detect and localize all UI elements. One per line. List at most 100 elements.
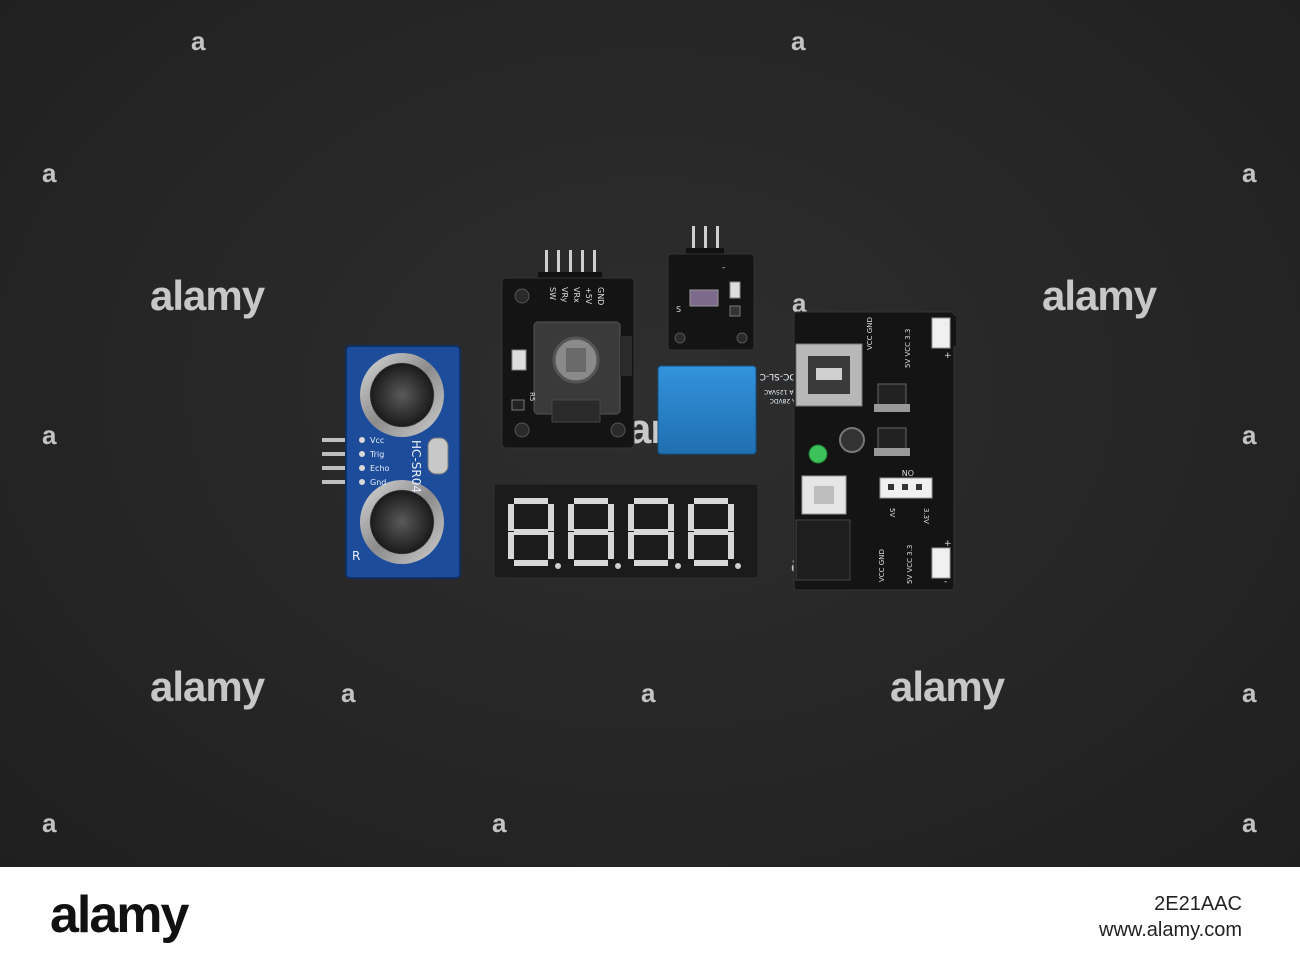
pin-label: VRy: [560, 287, 569, 303]
watermark-mark: a: [792, 288, 807, 318]
watermark-mark: a: [492, 808, 507, 838]
pin-label: S: [676, 305, 681, 314]
decimal-point: [555, 563, 561, 569]
segment: [568, 532, 574, 559]
board-label: -: [944, 319, 947, 329]
segment: [634, 560, 668, 566]
header-pins: [686, 226, 724, 258]
relay-body: [657, 365, 757, 455]
pin-label: Gnd: [370, 478, 386, 487]
decimal-point: [735, 563, 741, 569]
sensor-module: S -: [667, 226, 755, 351]
ultrasonic-sensor-module: Vcc Trig Echo Gnd HC-SR04 R: [322, 345, 461, 579]
segment: [568, 504, 574, 531]
footer-bar: alamy 2E21AAC www.alamy.com: [0, 867, 1300, 956]
power-supply-module: VCC GND 5V VCC 3.3 ON 5V 3.3V VCC GND 5V…: [793, 311, 956, 591]
segment: [634, 498, 668, 504]
sensor-component: [689, 289, 719, 307]
joystick-module: GND +5V VRx VRy SW R5: [501, 250, 635, 449]
header-block: [931, 547, 951, 579]
watermark-mark: a: [1242, 420, 1257, 450]
pin-label: VRx: [572, 287, 581, 303]
part-label: R5: [528, 392, 536, 401]
digit-3: [628, 498, 681, 569]
pin-label: Echo: [370, 464, 390, 473]
segment: [514, 498, 548, 504]
segment: [608, 504, 614, 531]
board-label: VCC GND: [878, 549, 886, 582]
decimal-point: [675, 563, 681, 569]
digit-2: [568, 498, 621, 569]
segment: [668, 532, 674, 559]
watermark-mark: a: [341, 678, 356, 708]
digit-1: [508, 498, 561, 569]
watermark-mark: a: [42, 420, 57, 450]
watermark-text: alamy: [150, 663, 265, 710]
segment: [608, 532, 614, 559]
segment: [688, 504, 694, 531]
photo-background: alamy alamy alamy alamy alamy a a a a a …: [0, 0, 1300, 867]
board-label: ON: [902, 468, 914, 477]
segment: [574, 560, 608, 566]
segment: [508, 504, 514, 531]
digit-4: [688, 498, 741, 569]
segment: [628, 532, 634, 559]
watermark-text: alamy: [150, 272, 265, 319]
board-label: VCC GND: [866, 317, 874, 350]
header-pins: [538, 250, 602, 282]
board-label: 3.3V: [922, 508, 930, 524]
board-label: 5V VCC 3.3: [906, 545, 914, 584]
pin-label: Trig: [369, 450, 384, 459]
image-id: 2E21AAC: [1154, 893, 1242, 915]
barrel-jack: [795, 519, 851, 581]
segment: [514, 529, 548, 535]
segment: [574, 529, 608, 535]
smd-part: [511, 349, 527, 371]
segment: [508, 532, 514, 559]
watermark-mark: a: [641, 678, 656, 708]
segment: [548, 532, 554, 559]
segment: [694, 529, 728, 535]
segment: [728, 532, 734, 559]
segment: [728, 504, 734, 531]
watermark-mark: a: [1242, 158, 1257, 188]
board-label: +: [944, 539, 952, 549]
footer-logo: alamy: [50, 886, 189, 944]
board-label: 5V VCC 3.3: [904, 329, 912, 368]
pin-label: -: [722, 263, 725, 273]
watermark-text: alamy: [1042, 272, 1157, 319]
pin-label: Vcc: [370, 436, 384, 445]
segment: [634, 529, 668, 535]
board-label: +: [944, 351, 952, 361]
segment: [694, 498, 728, 504]
watermark-mark: a: [1242, 808, 1257, 838]
watermark-mark: a: [191, 26, 206, 56]
pin-label: GND: [596, 287, 605, 305]
decimal-point: [615, 563, 621, 569]
segment: [688, 532, 694, 559]
segment: [628, 504, 634, 531]
segment: [574, 498, 608, 504]
segment: [514, 560, 548, 566]
header-block: [931, 317, 951, 349]
watermark-mark: a: [42, 158, 57, 188]
side-label: R: [352, 549, 360, 563]
segment: [694, 560, 728, 566]
seven-segment-display: [493, 483, 759, 579]
crystal-oscillator: [427, 437, 449, 475]
board-label: 5V: [888, 508, 896, 517]
watermark-mark: a: [791, 26, 806, 56]
power-led: [808, 444, 828, 464]
board-label: -: [944, 577, 947, 587]
model-label: HC-SR04: [409, 440, 423, 493]
segment: [548, 504, 554, 531]
segment: [668, 504, 674, 531]
pin-label: +5V: [584, 287, 593, 305]
capacitor: [839, 427, 865, 453]
footer-url: www.alamy.com: [1099, 919, 1242, 941]
watermark-text: alamy: [890, 663, 1005, 710]
pin-label: SW: [548, 287, 557, 300]
header-pins: [322, 438, 358, 484]
watermark-mark: a: [1242, 678, 1257, 708]
watermark-mark: a: [42, 808, 57, 838]
